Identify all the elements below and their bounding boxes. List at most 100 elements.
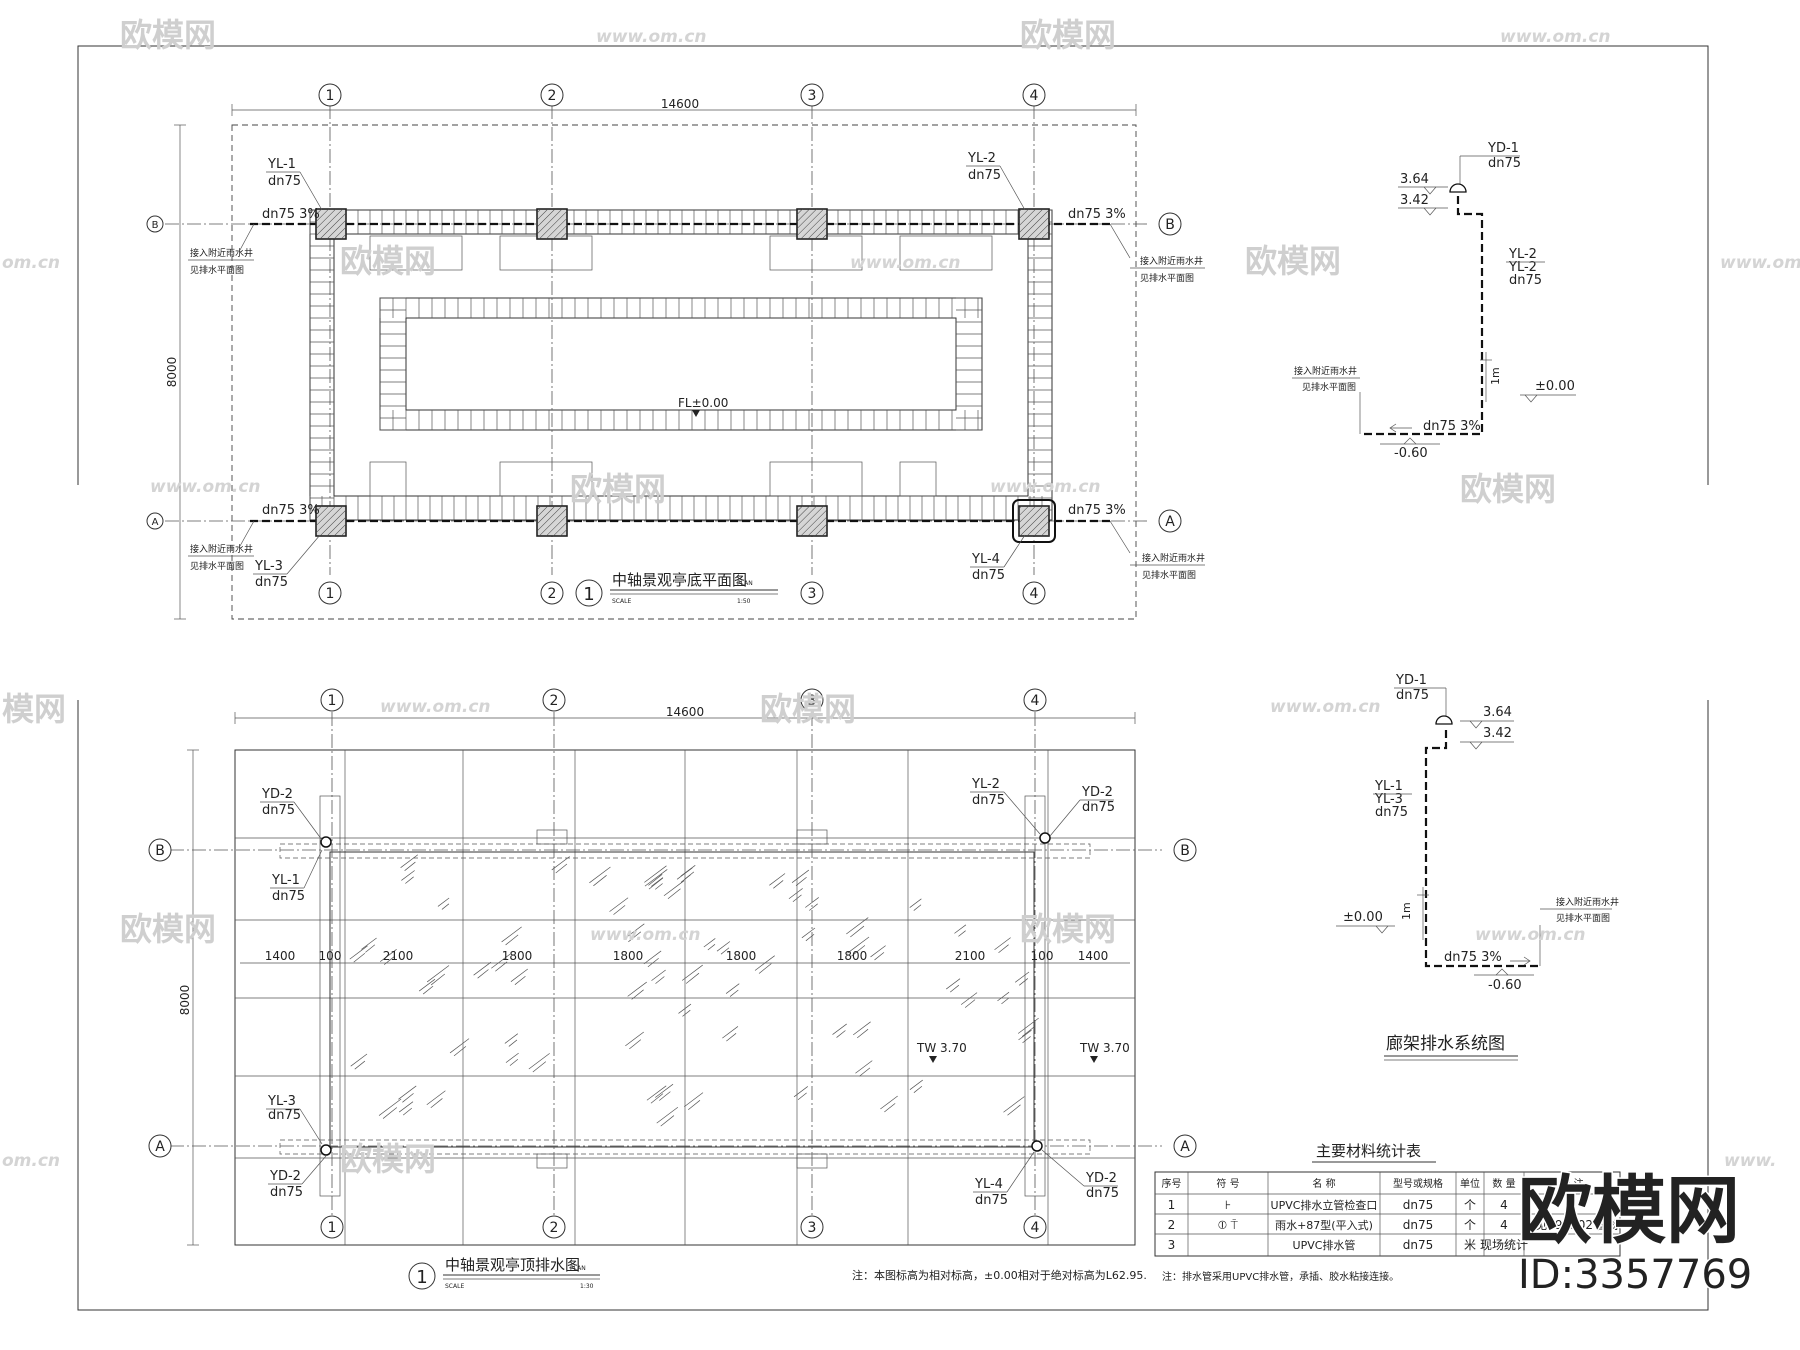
svg-text:3: 3 [808,693,817,709]
brand-watermark: 欧模网 [120,16,216,54]
svg-text:dn75: dn75 [968,168,1001,183]
brand-watermark: 欧模网 [340,1140,436,1178]
svg-text:dn75: dn75 [975,1193,1008,1208]
svg-text:YL-2: YL-2 [971,777,1000,792]
svg-text:YD-2: YD-2 [1085,1171,1117,1186]
svg-text:1: 1 [583,584,594,605]
brand-watermark: 欧模网 [340,242,436,280]
svg-text:1:50: 1:50 [737,598,751,605]
svg-text:dn75: dn75 [255,575,288,590]
svg-text:3.42: 3.42 [1400,193,1429,208]
svg-text:接入附近雨水井: 接入附近雨水井 [1556,896,1619,908]
plan1-title-block: 1 中轴景观亭底平面图 PLAN SCALE 1:50 [575,571,778,607]
svg-text:3.42: 3.42 [1483,726,1512,741]
table-header: 符 号 [1216,1177,1239,1190]
url-watermark: www.om.cn [1720,253,1800,273]
pavilion-floor-plan: 14600 8000 [146,83,1205,620]
svg-text:1m: 1m [1489,367,1502,385]
table-cell: 个 [1464,1218,1476,1232]
svg-text:YL-1: YL-1 [271,873,300,888]
svg-text:dn75 3%: dn75 3% [262,207,320,222]
table-cell: 2 [1168,1218,1176,1232]
table-cell: 现场统计 [1480,1238,1528,1252]
url-watermark: www.om.cn [590,925,701,945]
svg-text:-0.60: -0.60 [1488,978,1522,993]
svg-text:YL-3: YL-3 [1374,792,1403,807]
svg-text:B: B [1165,217,1175,233]
span-dim: 100 [319,949,342,963]
glass-roof-hatch [349,854,1039,1127]
roof-beams [279,795,1091,1197]
plan1-axis-bubbles: 1 2 3 4 1 2 3 4 B B A A [146,83,1182,605]
brand-watermark: 欧模网 [760,690,856,728]
svg-text:YD-2: YD-2 [269,1169,301,1184]
table-cell: 4 [1500,1218,1508,1232]
span-dim: 1800 [502,949,533,963]
svg-text:接入附近雨水井: 接入附近雨水井 [1140,255,1203,267]
svg-text:YL-3: YL-3 [254,559,283,574]
plan2-dim-height: 8000 [178,985,192,1016]
url-watermark: www. [1724,1151,1777,1171]
svg-text:1:30: 1:30 [580,1283,594,1290]
svg-text:dn75: dn75 [268,174,301,189]
svg-text:3.64: 3.64 [1400,172,1429,187]
table-cell: 3 [1168,1238,1176,1252]
table-header: 型号或规格 [1393,1177,1443,1190]
materials-title: 主要材料统计表 [1316,1142,1421,1160]
system-title-block: 廊架排水系统图 [1384,1034,1518,1061]
plan1-connection-notes: 接入附近雨水井 见排水平面图 接入附近雨水井 见排水平面图 接入附近雨水井 见排… [188,223,1205,581]
svg-text:A: A [155,1139,165,1155]
brand-watermark: 模网 [2,690,66,728]
svg-text:见排水平面图: 见排水平面图 [1140,272,1194,284]
svg-text:B: B [152,220,159,231]
svg-text:dn75: dn75 [1082,800,1115,815]
svg-text:TW 3.70: TW 3.70 [916,1041,967,1055]
sheet-border [77,45,1709,1311]
roof-drains [320,832,1051,1156]
svg-text:1: 1 [416,1267,427,1288]
plan2-pipe-labels: YD-2 dn75 YL-1 dn75 YL-2 dn75 YD-2 dn75 … [260,777,1119,1208]
span-dim: 2100 [955,949,986,963]
svg-text:YD-1: YD-1 [1487,141,1519,156]
svg-text:dn75 3%: dn75 3% [1444,950,1502,965]
table-cell: 个 [1464,1198,1476,1212]
svg-text:见排水平面图: 见排水平面图 [190,560,244,572]
svg-text:4: 4 [1030,586,1039,602]
svg-text:dn75 3%: dn75 3% [262,503,320,518]
drainage-system-diagram-top: YD-1 dn75 3.64 3.42 YL-2 YL-2 dn75 1m ±0… [1292,141,1576,461]
table-header: 单位 [1460,1177,1480,1190]
url-watermark: om.cn [2,253,60,273]
plan2-roof-levels: TW 3.70 TW 3.70 [916,1041,1130,1063]
svg-text:1: 1 [326,88,335,104]
url-watermark: om.cn [2,1151,60,1171]
span-dim: 1400 [1078,949,1109,963]
level-marker [692,410,700,417]
pavilion-roof-drainage-plan: 14600 8000 [148,688,1197,1290]
plan1-pipe-labels: YL-1 dn75 YL-2 dn75 dn75 3% dn75 3% dn75… [253,151,1126,590]
plan1-dim-height: 8000 [165,357,179,388]
svg-text:3: 3 [808,88,817,104]
svg-text:dn75 3%: dn75 3% [1068,503,1126,518]
svg-text:SCALE: SCALE [445,1283,464,1290]
svg-text:dn75: dn75 [272,889,305,904]
svg-text:YL-2: YL-2 [1508,247,1537,262]
svg-text:dn75: dn75 [268,1108,301,1123]
svg-text:接入附近雨水井: 接入附近雨水井 [190,543,253,555]
svg-text:dn75: dn75 [1086,1186,1119,1201]
table-cell: dn75 [1403,1238,1434,1252]
span-dim: 1800 [726,949,757,963]
svg-text:TW 3.70: TW 3.70 [1079,1041,1130,1055]
svg-text:dn75: dn75 [1396,688,1429,703]
url-watermark: www.om.cn [596,27,707,47]
table-cell: ⊦ [1225,1198,1231,1212]
url-watermark: www.om.cn [850,253,961,273]
table-cell: dn75 [1403,1218,1434,1232]
url-watermark: www.om.cn [380,697,491,717]
table-header: 数 量 [1492,1177,1515,1190]
brand-watermark: 欧模网 [570,470,666,508]
svg-text:4: 4 [1031,1220,1040,1236]
table-cell: UPVC排水管 [1293,1238,1356,1252]
svg-text:1m: 1m [1400,902,1413,920]
svg-text:3.64: 3.64 [1483,705,1512,720]
